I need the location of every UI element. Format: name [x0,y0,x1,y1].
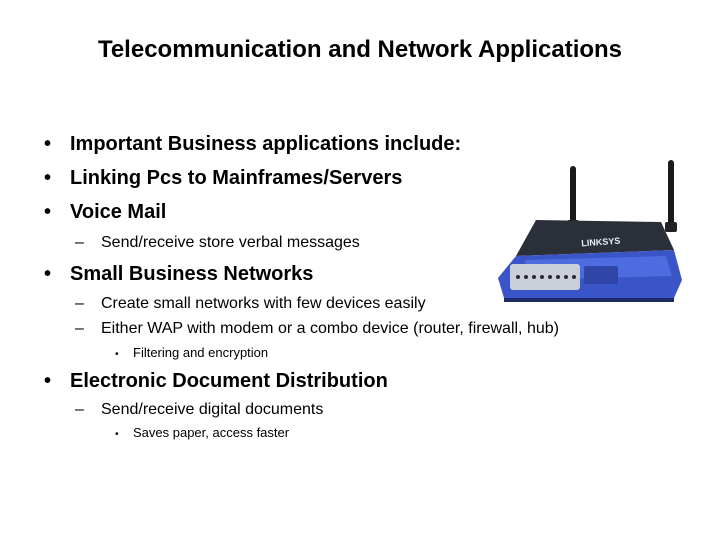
subbullet-marker: – [75,295,84,312]
bullet-text: Voice Mail [70,201,167,223]
subbullet-text: Send/receive digital documents [101,401,324,418]
bullet-text: Important Business applications include: [70,133,462,155]
antenna-right [668,160,674,230]
subbullet-verbal-messages: –Send/receive store verbal messages [75,234,360,252]
subsubbullet-text: Saves paper, access faster [133,425,290,440]
bullet-text: Electronic Document Distribution [70,370,388,392]
antenna-base-right [665,222,677,232]
bullet-document-distribution: • Electronic Document Distribution [44,370,388,393]
subbullet-digital-documents: –Send/receive digital documents [75,401,323,419]
subbullet-text: Create small networks with few devices e… [101,295,426,312]
brand-badge [584,266,618,284]
bullet-marker: • [44,133,52,155]
bullet-marker: • [44,263,52,285]
bullet-small-business: • Small Business Networks [44,263,313,286]
subsubbullet-marker: • [115,349,119,360]
subbullet-marker: – [75,320,84,337]
subbullet-marker: – [75,401,84,418]
subsubbullet-marker: • [115,429,119,440]
router-leds [516,275,576,279]
subbullet-wap-modem: –Either WAP with modem or a combo device… [75,320,559,338]
subbullet-marker: – [75,234,84,251]
subbullet-text: Either WAP with modem or a combo device … [101,320,559,337]
subsubbullet-filtering: • Filtering and encryption [115,345,268,360]
router-top [516,220,674,256]
bullet-marker: • [44,167,52,189]
subsubbullet-saves-paper: • Saves paper, access faster [115,425,289,440]
brand-text: LINKSYS [581,236,621,249]
router-front-panel [510,264,580,290]
wireless-router-icon: LINKSYS [498,160,682,302]
bullet-linking-pcs: • Linking Pcs to Mainframes/Servers [44,167,402,190]
router-base [504,298,674,302]
slide-title: Telecommunication and Network Applicatio… [97,36,623,63]
bullet-text: Small Business Networks [70,263,314,285]
subbullet-text: Send/receive store verbal messages [101,234,360,251]
subbullet-create-networks: –Create small networks with few devices … [75,295,426,313]
bullet-business-apps: • Important Business applications include… [44,133,461,156]
bullet-text: Linking Pcs to Mainframes/Servers [70,167,403,189]
bullet-marker: • [44,370,52,392]
subsubbullet-text: Filtering and encryption [133,345,269,360]
antenna-left [570,166,576,228]
bullet-voice-mail: • Voice Mail [44,201,166,224]
bullet-marker: • [44,201,52,223]
